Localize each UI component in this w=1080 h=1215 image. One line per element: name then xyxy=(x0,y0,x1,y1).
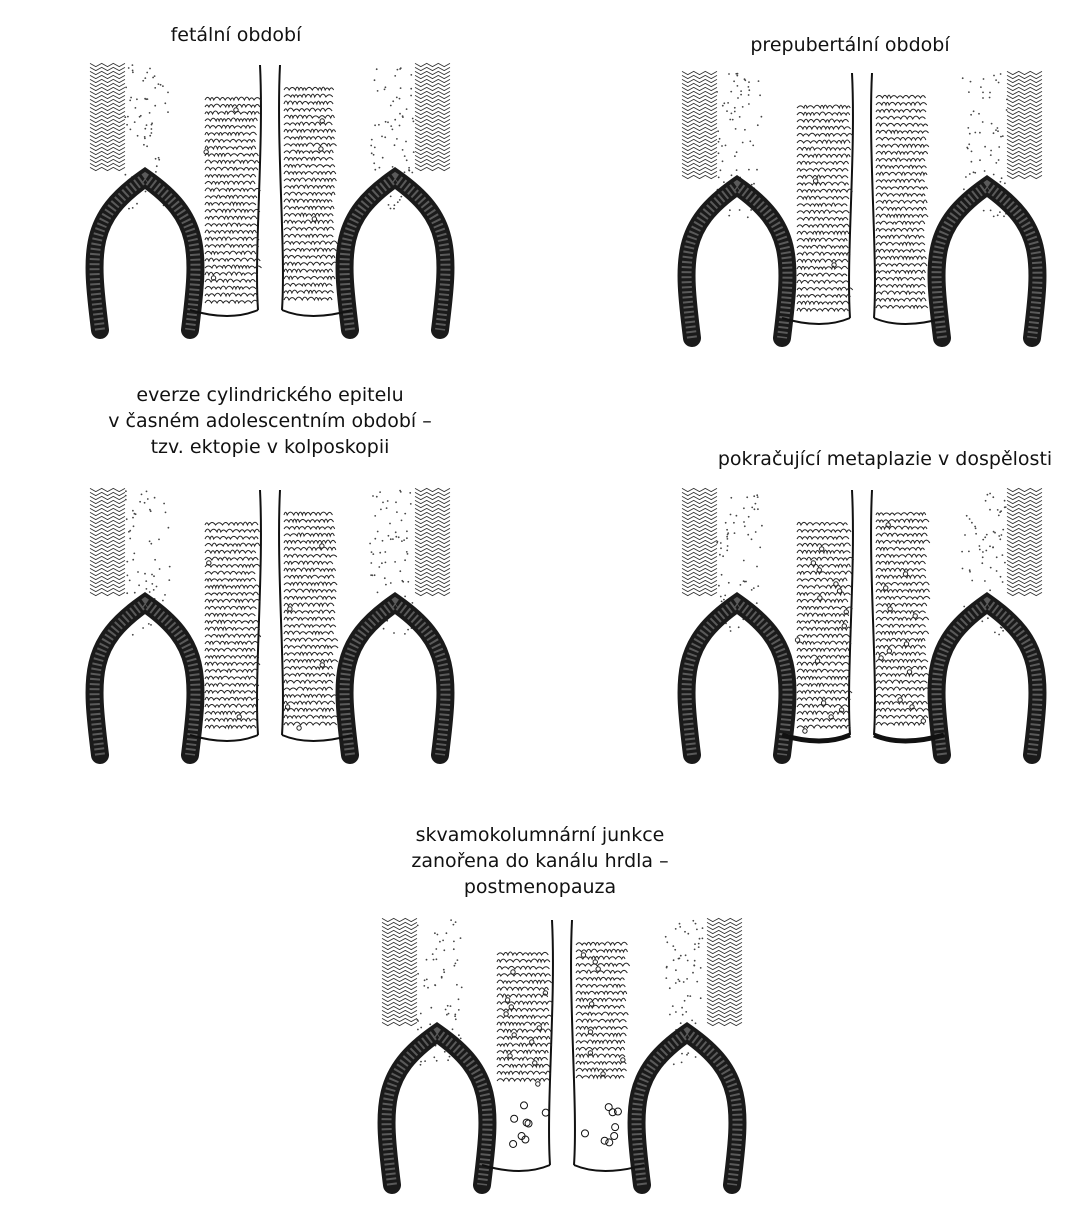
caption-line: fetální období xyxy=(136,22,336,48)
caption-line: postmenopauza xyxy=(370,874,710,900)
caption-prepubertal: prepubertální období xyxy=(720,32,980,58)
cervix-diagram-adult xyxy=(662,485,1062,770)
caption-line: prepubertální období xyxy=(720,32,980,58)
caption-line: tzv. ektopie v kolposkopii xyxy=(60,434,480,460)
cervix-diagram-fetal xyxy=(70,60,470,345)
caption-postmenopause: skvamokolumnární junkce zanořena do kaná… xyxy=(370,822,710,900)
caption-adolescent: everze cylindrického epitelu v časném ad… xyxy=(60,382,480,460)
cervix-diagram-prepubertal xyxy=(662,68,1062,353)
caption-line: skvamokolumnární junkce xyxy=(370,822,710,848)
cervix-diagram-adolescent xyxy=(70,485,470,770)
cervix-diagram-postmenopause xyxy=(362,915,762,1200)
caption-line: everze cylindrického epitelu xyxy=(60,382,480,408)
caption-line: pokračující metaplazie v dospělosti xyxy=(705,446,1065,472)
caption-line: v časném adolescentním období – xyxy=(60,408,480,434)
caption-line: zanořena do kanálu hrdla – xyxy=(370,848,710,874)
caption-adult: pokračující metaplazie v dospělosti xyxy=(705,446,1065,472)
caption-fetal: fetální období xyxy=(136,22,336,48)
